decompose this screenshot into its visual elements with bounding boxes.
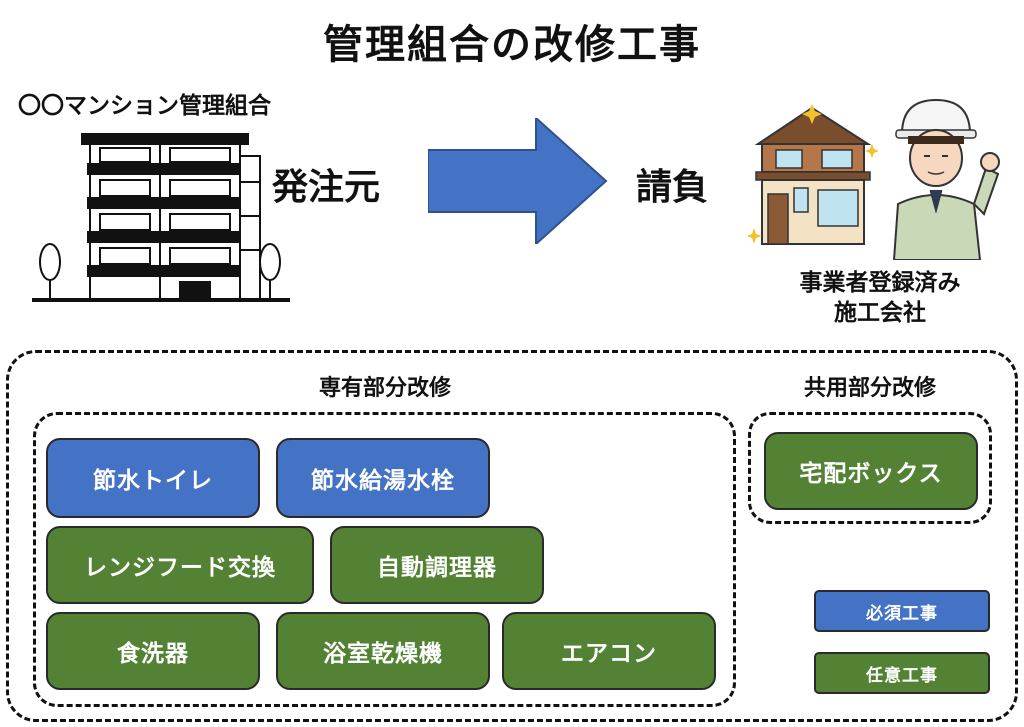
item-delivery-box: 宅配ボックス — [764, 432, 978, 510]
item-bathroom-dryer: 浴室乾燥機 — [276, 612, 490, 690]
item-air-conditioner: エアコン — [502, 612, 716, 690]
private-section-label: 専有部分改修 — [318, 376, 451, 401]
apartment-building-icon — [32, 133, 290, 302]
page-title: 管理組合の改修工事 — [323, 22, 701, 68]
renovation-scope-container — [6, 350, 1018, 722]
contractor-role-label: 請負 — [636, 167, 709, 208]
legend-optional: 任意工事 — [814, 652, 990, 694]
contractor-line1: 事業者登録済み — [799, 270, 961, 296]
item-auto-cooker: 自動調理器 — [330, 526, 544, 604]
client-role-label: 発注元 — [272, 167, 381, 208]
house-icon — [748, 104, 878, 245]
construction-worker-icon — [892, 98, 1000, 260]
client-name: 〇〇マンション管理組合 — [18, 93, 271, 119]
item-water-saving-toilet: 節水トイレ — [46, 438, 260, 518]
item-dishwasher: 食洗器 — [46, 612, 260, 690]
item-water-saving-faucet: 節水給湯水栓 — [276, 438, 490, 518]
item-range-hood: レンジフード交換 — [46, 526, 314, 604]
common-section-label: 共用部分改修 — [803, 376, 936, 401]
private-section-box — [33, 412, 736, 707]
right-arrow-icon — [428, 118, 608, 244]
contractor-description: 事業者登録済み 施工会社 — [760, 268, 1000, 328]
contractor-line2: 施工会社 — [834, 300, 926, 326]
legend-required: 必須工事 — [814, 590, 990, 632]
common-section-box — [748, 412, 992, 524]
